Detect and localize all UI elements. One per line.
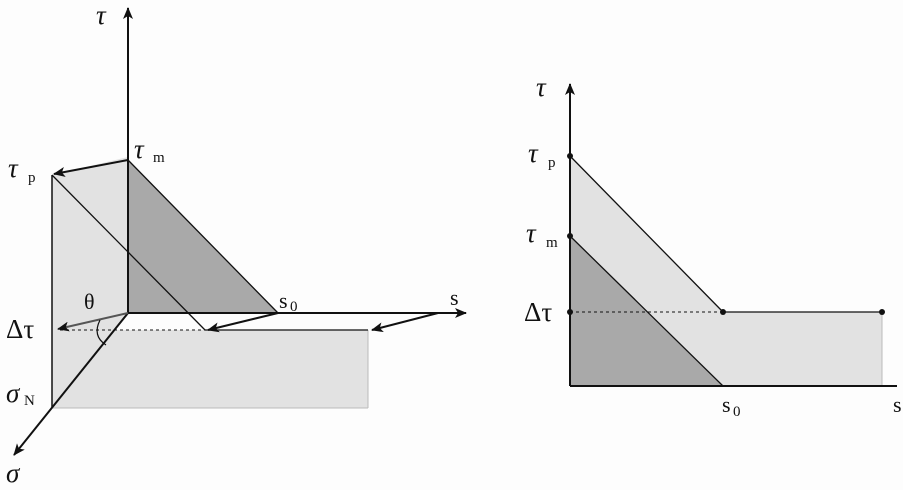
left-theta-arc <box>96 319 107 346</box>
left-tau-p-label: τ <box>8 153 19 183</box>
right-s0-sub: 0 <box>733 404 741 420</box>
right-point-delta-tau <box>567 309 573 315</box>
left-s0-sub: 0 <box>290 299 298 315</box>
left-tau-axis-label: τ <box>96 0 107 30</box>
right-diagonal-tau-m <box>569 235 724 387</box>
right-point-tau-m <box>567 233 573 239</box>
left-sigma-n-label: σ <box>6 378 21 408</box>
right-point-end-residual <box>879 309 885 315</box>
left-tau-m-label: τ <box>134 134 145 164</box>
right-point-tau-p <box>567 153 573 159</box>
left-sigma-axis <box>13 312 129 456</box>
left-diagonal-tau-m <box>127 159 279 314</box>
left-arrow-tau-m-to-tau-p <box>53 159 129 177</box>
right-tau-m-sub: m <box>546 235 558 251</box>
right-s-axis-label: s <box>893 392 902 417</box>
right-tau-m-label: τ <box>526 218 537 248</box>
left-diagram: τ s σ τ m τ p Δτ σ N θ s 0 <box>6 0 467 488</box>
left-tau-m-sub: m <box>153 150 165 166</box>
left-horizontal-plane <box>52 330 368 408</box>
left-delta-tau-label: Δτ <box>6 314 34 344</box>
right-tau-axis-label: τ <box>536 72 547 102</box>
left-arrow-to-delta-tau <box>57 312 129 332</box>
right-diagram: τ s τ p τ m Δτ s 0 <box>524 72 902 420</box>
left-theta-label: θ <box>84 289 95 314</box>
left-arrow-s0-to-s0prime <box>207 312 279 333</box>
right-diagonal-tau-p <box>569 155 724 313</box>
left-s0-label: s <box>279 288 288 313</box>
left-sigma-axis-label: σ <box>6 458 21 488</box>
right-tau-p-label: τ <box>528 138 539 168</box>
left-sigma-n-sub: N <box>24 393 35 409</box>
right-delta-tau-label: Δτ <box>524 297 552 327</box>
left-tau-p-sub: p <box>28 170 36 186</box>
left-arrow-far-end <box>371 312 439 333</box>
right-point-s0-residual <box>720 309 726 315</box>
right-tau-p-sub: p <box>548 155 556 171</box>
left-s-axis-label: s <box>450 285 459 310</box>
right-s0-label: s <box>722 392 731 417</box>
